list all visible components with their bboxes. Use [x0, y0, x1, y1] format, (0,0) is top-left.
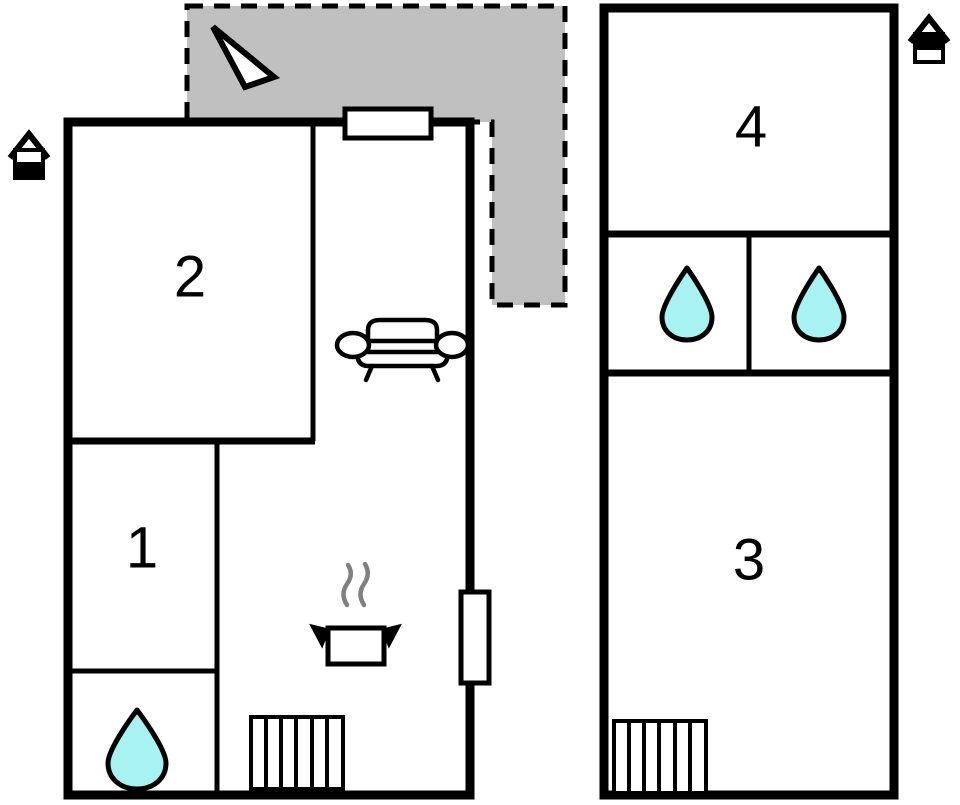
window-right-wall: [458, 589, 492, 686]
water-drop-icon-bathroom-right-b: [791, 265, 847, 343]
pot-body: [325, 625, 387, 667]
terrace-area: [184, 3, 568, 308]
water-drop-shape: [791, 265, 847, 343]
right-building-walls: [599, 3, 899, 800]
radiator-icon-right: [612, 719, 708, 795]
window-top-wall: [342, 106, 434, 141]
steam-wisp-left: [341, 562, 353, 608]
steam-wisp-right: [358, 561, 370, 608]
sofa-arm-left: [334, 330, 372, 360]
cursor-arrow-icon: [210, 24, 281, 91]
cooking-pot-icon: [309, 561, 402, 667]
sofa-icon: [334, 317, 471, 383]
entrance-house-icon-left: [7, 129, 51, 180]
left-building-outline: [63, 117, 475, 800]
house-door-right: [913, 32, 945, 50]
room-label-3: 3: [733, 528, 765, 593]
right-building-outline: [599, 3, 899, 800]
radiator-icon-left: [249, 715, 345, 791]
house-door-left: [13, 162, 45, 180]
sofa-leg-right: [429, 363, 441, 383]
water-drop-icon-bathroom-left: [105, 707, 169, 792]
sofa-leg-left: [363, 363, 375, 383]
terrace-dashed-outline: [184, 3, 568, 308]
water-drop-shape: [659, 265, 715, 343]
left-building-walls: [63, 117, 475, 800]
right-building-interior-walls: [606, 230, 892, 377]
entrance-house-icon-right: [907, 13, 951, 64]
left-building-windows: [342, 106, 492, 686]
left-building-interior-walls: [70, 124, 316, 793]
cursor-arrow-shape: [210, 24, 281, 91]
room-label-2: 2: [174, 245, 206, 310]
water-drop-shape: [105, 707, 169, 792]
water-drop-icon-bathroom-right-a: [659, 265, 715, 343]
sofa-backrest: [365, 317, 440, 344]
room-label-1: 1: [126, 516, 158, 581]
room-label-4: 4: [735, 95, 767, 160]
pot-handle-left: [309, 623, 331, 649]
terrace-fill: [187, 6, 565, 305]
sofa-arm-right: [433, 330, 471, 360]
